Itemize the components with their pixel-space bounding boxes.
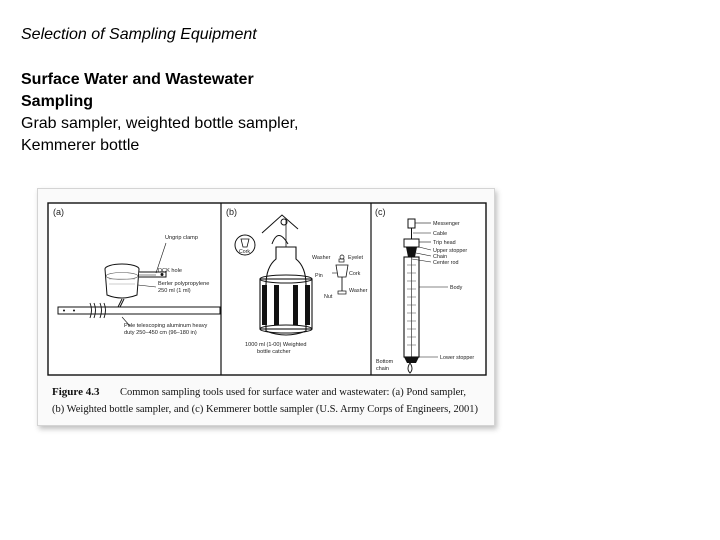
label-center-rod: Center rod [433,260,458,266]
label-eyelet: Eyelet [348,255,363,261]
label-bottle-catcher: bottle catcher [257,349,291,355]
label-bottom-chain-2: chain [376,366,389,372]
label-hole: DCK hole [158,268,182,274]
label-pin: Pin [315,273,323,279]
panel-c: (c) [375,207,474,374]
kemmerer-bottle-drawing [403,218,420,374]
label-lower-stopper: Lower stopper [440,355,474,361]
figure-image: (a) [37,188,495,426]
cork-assembly-drawing [332,254,349,295]
section-heading-line-1: Surface Water and Wastewater [21,71,254,88]
equipment-list: Grab sampler, weighted bottle sampler, K… [21,113,381,157]
panel-b: (b) Cork [226,207,368,355]
label-bottle-volume: 1000 ml (1-00) Weighted [245,342,306,348]
beaker-drawing [104,263,140,299]
figure-caption: Figure 4.3 Common sampling tools used fo… [52,386,479,415]
panel-b-letter: (b) [226,207,237,217]
label-beaker-volume: 250 ml (1 ml) [158,288,191,294]
label-beaker: Berler polypropylene [158,281,209,287]
caption-label: Figure 4.3 [52,386,100,398]
label-washer-bottom: Washer [349,288,368,294]
clamp-drawing [139,271,167,278]
label-body: Body [450,285,463,291]
label-upper-stopper: Upper stopper [433,248,467,254]
label-cable: Cable [433,231,447,237]
label-cork: Cork [349,271,361,277]
pole-drawing [57,298,221,319]
label-chain: Chain [433,254,447,260]
panel-c-letter: (c) [375,207,386,217]
figure-drawing: (a) [47,202,487,415]
label-cork-inset: Cork [239,249,250,255]
equipment-list-line-2: Kemmerer bottle [21,137,140,154]
panel-a-letter: (a) [53,207,64,217]
panel-c-leaders [411,222,448,358]
slide-title: Selection of Sampling Equipment [21,26,257,43]
label-bottom-chain: Bottom [376,359,394,365]
label-messenger: Messenger [433,221,460,227]
caption-line-2: (b) Weighted bottle sampler, and (c) Kem… [52,404,479,415]
weighted-bottle-drawing [259,214,313,336]
panel-a: (a) [53,207,221,336]
section-heading-line-2: Sampling [21,93,94,110]
label-pole: Pole telescoping aluminum heavy [124,323,208,329]
label-washer-top: Washer [312,255,331,261]
label-nut: Nut [324,294,333,300]
label-clamp: Ungrip clamp [165,235,198,241]
section-heading: Surface Water and Wastewater Sampling [21,69,341,113]
label-trip-head: Trip head [433,240,456,246]
label-pole-length: duty 250–450 cm (96–180 in) [124,330,197,336]
equipment-list-line-1: Grab sampler, weighted bottle sampler, [21,115,299,132]
caption-line-1: Common sampling tools used for surface w… [120,387,466,398]
